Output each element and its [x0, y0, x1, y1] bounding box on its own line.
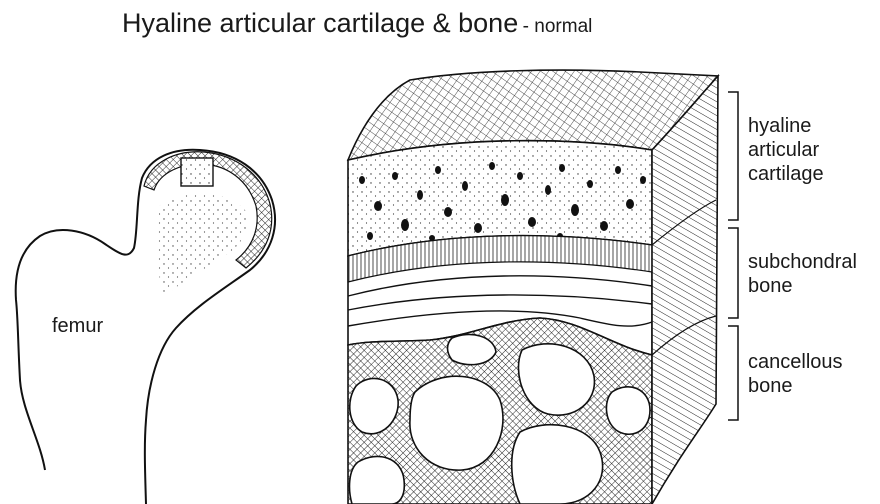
label-femur: femur [52, 314, 103, 338]
layer-brackets [728, 92, 738, 420]
block-right-face [652, 76, 718, 504]
bracket-cartilage [728, 92, 738, 220]
diagram-title: Hyaline articular cartilage & bone [122, 8, 518, 38]
diagram-subtitle: - normal [523, 16, 593, 37]
tissue-block [348, 70, 718, 504]
label-cancellous: cancellous bone [748, 350, 843, 398]
bracket-subchondral [728, 228, 738, 318]
label-subchondral: subchondral bone [748, 250, 857, 298]
femur-sample-box [181, 158, 213, 186]
diagram-title-block: Hyaline articular cartilage & bone - nor… [122, 8, 592, 39]
bracket-cancellous [728, 326, 738, 420]
femur-stipple [158, 194, 248, 300]
label-cartilage: hyaline articular cartilage [748, 114, 824, 186]
